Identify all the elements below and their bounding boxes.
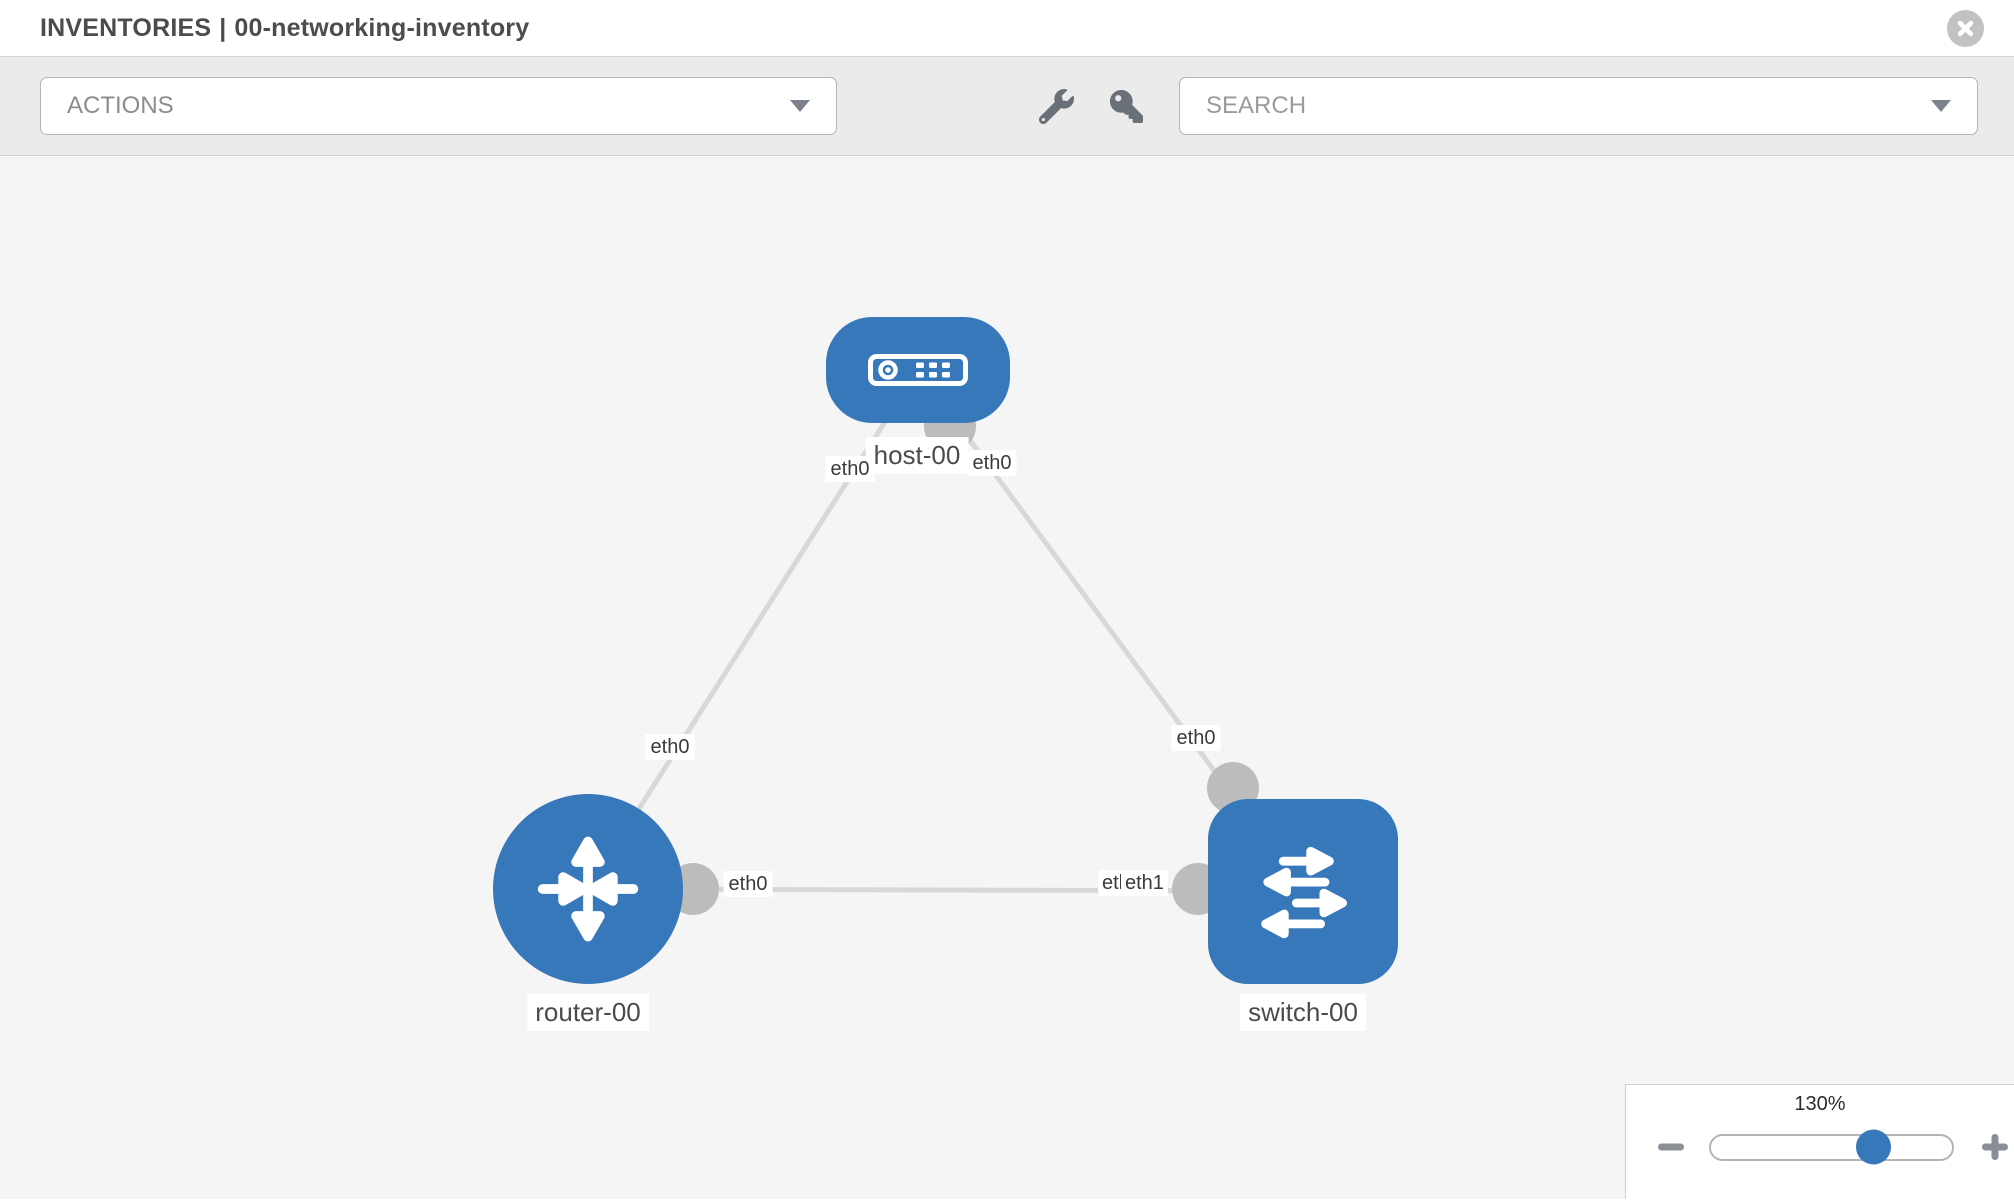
- router-icon: [537, 836, 639, 942]
- breadcrumb-section: INVENTORIES: [40, 13, 212, 42]
- zoom-out-button[interactable]: [1652, 1128, 1690, 1166]
- interface-label-router-right: eth0: [723, 871, 773, 897]
- caret-down-icon: [1931, 100, 1951, 112]
- minus-icon: [1658, 1143, 1684, 1151]
- topology-links-layer: [585, 368, 1306, 915]
- zoom-slider-track[interactable]: [1709, 1129, 1954, 1165]
- node-host-00[interactable]: [826, 317, 1010, 423]
- topology-canvas[interactable]: host-00 router-00 switch-00 eth0 eth0 et…: [0, 156, 2014, 1199]
- wrench-icon: [1039, 88, 1074, 124]
- plus-icon: [1982, 1134, 2008, 1160]
- node-label-router: router-00: [527, 994, 649, 1031]
- key-icon: [1110, 89, 1143, 123]
- interface-label-switch-top: eth0: [1171, 725, 1221, 751]
- credentials-button[interactable]: [1104, 84, 1149, 129]
- interface-label-host-left: eth0: [825, 456, 875, 482]
- search-dropdown-label: SEARCH: [1206, 92, 1307, 119]
- close-button[interactable]: [1947, 9, 1984, 47]
- breadcrumb-separator: |: [219, 13, 227, 42]
- host-icon: [868, 354, 968, 386]
- close-icon: [1957, 20, 1974, 36]
- caret-down-icon: [790, 100, 810, 112]
- zoom-control-panel: 130%: [1625, 1084, 2014, 1199]
- page-title: INVENTORIES|00-networking-inventory: [40, 14, 529, 43]
- topology-toolbar: ACTIONS SEARCH: [0, 57, 2014, 156]
- node-label-switch: switch-00: [1240, 994, 1366, 1031]
- search-dropdown[interactable]: SEARCH: [1179, 77, 1978, 135]
- actions-dropdown-label: ACTIONS: [67, 92, 174, 119]
- node-label-host: host-00: [865, 437, 969, 474]
- inventory-name: 00-networking-inventory: [234, 13, 530, 42]
- node-switch-00[interactable]: [1208, 799, 1398, 984]
- interface-label-switch-left-front: eth1: [1121, 870, 1168, 896]
- zoom-slider-row: [1626, 1128, 2014, 1166]
- zoom-in-button[interactable]: [1976, 1128, 2014, 1166]
- tools-button[interactable]: [1033, 83, 1080, 130]
- switch-icon: [1261, 846, 1347, 938]
- interface-label-host-right: eth0: [967, 450, 1017, 476]
- page-header: INVENTORIES|00-networking-inventory: [0, 0, 2014, 57]
- interface-label-router-top: eth0: [645, 734, 695, 760]
- zoom-level-value: 130%: [1794, 1093, 1846, 1115]
- zoom-slider-thumb[interactable]: [1856, 1129, 1891, 1165]
- actions-dropdown[interactable]: ACTIONS: [40, 77, 837, 135]
- node-router-00[interactable]: [493, 794, 683, 984]
